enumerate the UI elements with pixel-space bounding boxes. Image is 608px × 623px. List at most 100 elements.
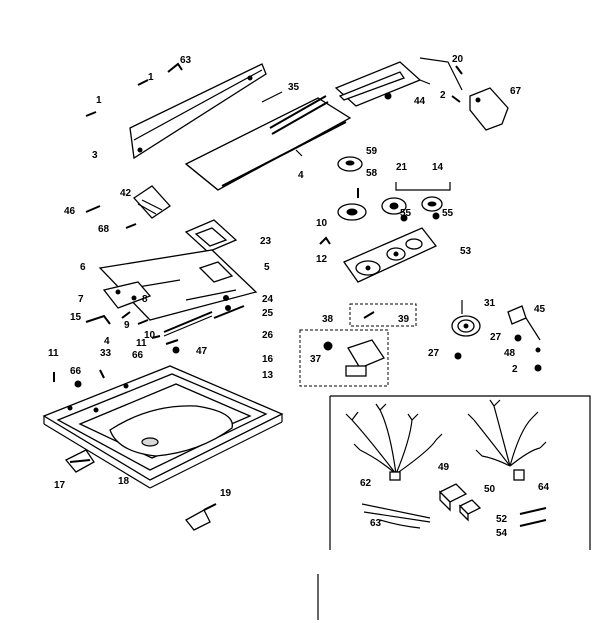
part-19: [185, 503, 217, 531]
harness-64: [467, 399, 547, 481]
harness-62: [345, 403, 443, 481]
wires-52-54: [519, 507, 547, 527]
label-49: 49: [438, 462, 450, 473]
label-4: 4: [298, 170, 304, 181]
bracket-67: [469, 87, 509, 131]
control-housing-53: [343, 227, 438, 283]
label-31: 31: [484, 298, 496, 309]
label-27: 27: [490, 332, 502, 343]
clip-63: [167, 62, 183, 73]
small-part-12: [319, 236, 331, 245]
label-21: 21: [396, 162, 408, 173]
screw-small-top: [137, 79, 149, 86]
label-50: 50: [484, 484, 496, 495]
arrow-35: [261, 91, 283, 103]
knob-59: [337, 156, 363, 172]
leader-20: [419, 57, 463, 91]
label-4: 4: [104, 336, 110, 347]
part-15: [85, 314, 111, 325]
screw-68: [125, 223, 137, 229]
label-17: 17: [54, 480, 66, 491]
part-labels: 63 1 1 35 3 20 2 67 44 4 59 58 21 14 55 …: [48, 54, 550, 539]
part-17: [64, 449, 95, 473]
label-46: 46: [64, 206, 76, 217]
label-63: 63: [180, 55, 192, 66]
knob-14: [421, 196, 443, 212]
relay-50: [458, 499, 482, 522]
bracket-21-14: [395, 182, 451, 191]
label-55: 55: [442, 208, 454, 219]
label-26: 26: [262, 330, 274, 341]
label-8: 8: [142, 294, 148, 305]
wire-63: [361, 503, 431, 529]
label-23: 23: [260, 236, 272, 247]
label-48: 48: [504, 348, 516, 359]
label-44: 44: [414, 96, 426, 107]
label-27: 27: [428, 348, 440, 359]
knob-21: [381, 197, 407, 215]
screw-46: [85, 205, 101, 213]
screw-11-13: [53, 369, 105, 388]
lid-frame-23: [184, 219, 238, 253]
label-10: 10: [316, 218, 328, 229]
part-42: [133, 185, 171, 219]
part-11-4: [151, 335, 180, 354]
label-15: 15: [70, 312, 82, 323]
label-10: 10: [144, 330, 156, 341]
knob-10: [337, 203, 367, 221]
cabinet-top-18: [42, 365, 284, 489]
label-33: 33: [100, 348, 112, 359]
group-38-39: [349, 303, 417, 327]
label-59: 59: [366, 146, 378, 157]
label-9: 9: [124, 320, 130, 331]
label-58: 58: [366, 168, 378, 179]
label-16: 16: [262, 354, 274, 365]
label-53: 53: [460, 246, 472, 257]
wiring-harness-box: [329, 395, 591, 550]
console-main: [184, 95, 352, 191]
label-6: 6: [80, 262, 86, 273]
label-14: 14: [432, 162, 444, 173]
label-35: 35: [288, 82, 300, 93]
label-3: 3: [92, 150, 98, 161]
hinge-assembly: [102, 281, 152, 309]
label-64: 64: [538, 482, 550, 493]
clip-55b: [432, 212, 440, 220]
label-25: 25: [262, 308, 274, 319]
label-24: 24: [262, 294, 274, 305]
parts-27-48-2: [454, 334, 542, 372]
label-39: 39: [398, 314, 410, 325]
clip-55a: [400, 214, 408, 222]
label-5: 5: [264, 262, 270, 273]
label-47: 47: [196, 346, 208, 357]
label-12: 12: [316, 254, 328, 265]
label-13: 13: [262, 370, 274, 381]
label-18: 18: [118, 476, 130, 487]
label-37: 37: [310, 354, 322, 365]
label-20: 20: [452, 54, 464, 65]
relay-49: [438, 483, 468, 512]
part-9-10: [121, 311, 213, 337]
label-66: 66: [70, 366, 82, 377]
label-45: 45: [534, 304, 546, 315]
label-63: 63: [370, 518, 382, 529]
label-67: 67: [510, 86, 522, 97]
label-11: 11: [136, 338, 147, 349]
label-52: 52: [496, 514, 508, 525]
parts-24-25-26: [213, 295, 245, 319]
solenoid-box-37: [299, 329, 389, 387]
label-62: 62: [360, 478, 372, 489]
label-1: 1: [96, 95, 102, 106]
clip-2-top: [451, 95, 461, 103]
part-45: [507, 305, 541, 341]
console-back-panel: [129, 63, 267, 160]
label-11: 11: [48, 348, 59, 359]
label-7: 7: [78, 294, 84, 305]
label-54: 54: [496, 528, 508, 539]
label-38: 38: [322, 314, 334, 325]
timer-31: [451, 300, 481, 337]
label-2: 2: [512, 364, 518, 375]
label-42: 42: [120, 188, 132, 199]
label-66: 66: [132, 350, 144, 361]
